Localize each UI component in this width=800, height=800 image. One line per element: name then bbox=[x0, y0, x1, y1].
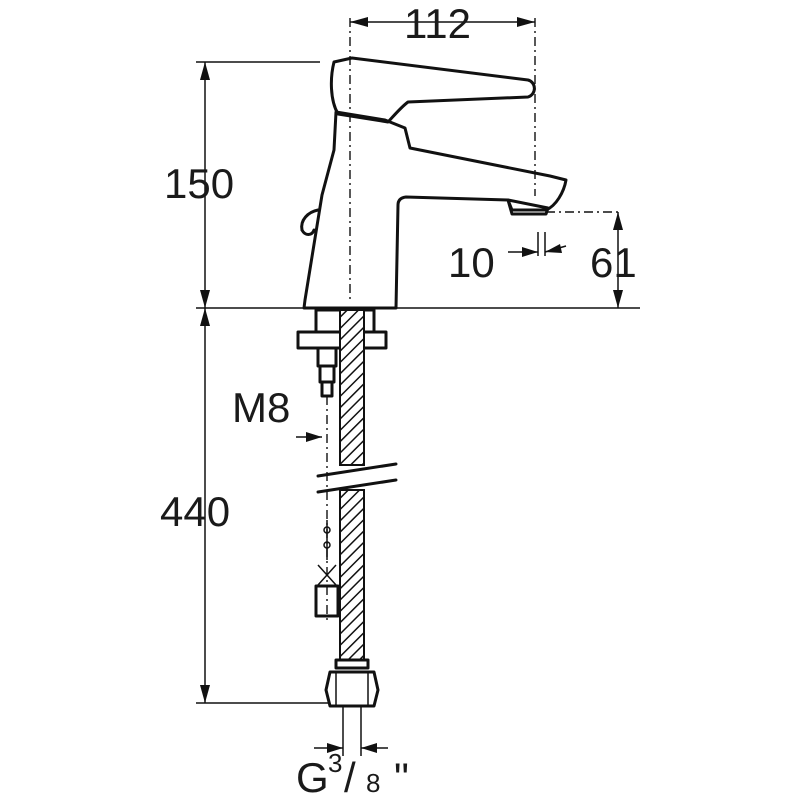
dim-label-width: 112 bbox=[404, 0, 471, 47]
hose-ferrule bbox=[334, 658, 370, 670]
hose-upper bbox=[339, 309, 365, 466]
dim-width bbox=[350, 17, 535, 27]
arrow-g-right bbox=[361, 743, 377, 753]
dim-spout-height bbox=[613, 212, 623, 308]
dim-width-arrow-right bbox=[517, 17, 535, 27]
arrow-10-right bbox=[545, 244, 562, 253]
dim-label-spout-height: 61 bbox=[590, 239, 637, 286]
linkage-ball-2 bbox=[323, 541, 331, 549]
dim-label-thread: M8 bbox=[232, 384, 290, 431]
break-line-2 bbox=[316, 478, 398, 494]
arrow-61-top bbox=[613, 212, 623, 230]
arrow-150-bottom bbox=[200, 290, 210, 308]
hose-nut bbox=[324, 670, 380, 708]
arrow-440-top bbox=[200, 308, 210, 326]
break-line-1 bbox=[316, 462, 398, 478]
linkage-clip bbox=[317, 564, 337, 586]
dim-height-left bbox=[196, 61, 640, 704]
dim-label-height-upper: 150 bbox=[164, 160, 234, 207]
linkage-ball-1 bbox=[323, 526, 331, 534]
arrow-g-left bbox=[327, 743, 343, 753]
popup-linkage bbox=[314, 520, 340, 618]
dim-thread bbox=[296, 432, 322, 442]
lever-handle bbox=[329, 56, 536, 124]
dim-spout-offset bbox=[508, 232, 567, 257]
dim-label-connection: G 3 / 8 " bbox=[296, 748, 409, 800]
arrow-61-bottom bbox=[613, 290, 623, 308]
connection-unit: " bbox=[394, 754, 409, 800]
body-and-spout bbox=[302, 110, 568, 310]
connection-numerator: 3 bbox=[328, 748, 342, 778]
hose-lower bbox=[339, 489, 365, 661]
arrow-10-left bbox=[522, 247, 538, 257]
stud-tip bbox=[320, 380, 334, 398]
arrow-150-top bbox=[200, 62, 210, 80]
connection-slash: / bbox=[344, 754, 356, 800]
linkage-clamp bbox=[314, 584, 340, 618]
arrow-440-bottom bbox=[200, 685, 210, 703]
flexible-hose bbox=[316, 309, 398, 708]
dim-label-height-lower: 440 bbox=[160, 488, 230, 535]
stud-upper bbox=[316, 346, 338, 368]
dim-connection bbox=[314, 706, 388, 756]
stud-nut bbox=[318, 364, 336, 384]
arrow-m8 bbox=[306, 432, 322, 442]
aerator bbox=[506, 198, 550, 216]
dim-label-spout-offset: 10 bbox=[448, 239, 495, 286]
dim-width-arrow-left bbox=[350, 17, 368, 27]
connection-denominator: 8 bbox=[366, 768, 380, 798]
connection-prefix: G bbox=[296, 754, 329, 800]
tap-body bbox=[300, 56, 568, 310]
